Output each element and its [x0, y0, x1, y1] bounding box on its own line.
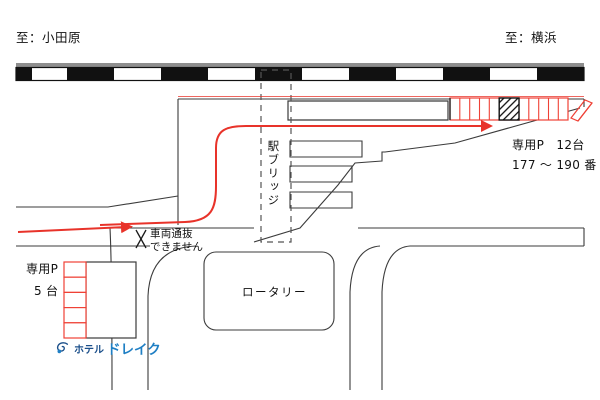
road-network: [16, 98, 585, 391]
no-through-warning-line2: できません: [150, 241, 204, 253]
no-through-warning-line1: 車両通抜: [150, 228, 193, 240]
rotary-label: ロータリー: [242, 285, 307, 299]
parking-hotel-capacity: 5 台: [34, 284, 59, 298]
logo-text-large: ドレイク: [107, 342, 161, 358]
parking-stalls-main: [449, 97, 593, 122]
station-bridge-label: 駅ブリッジ: [266, 140, 281, 208]
x-mark-icon: [135, 229, 147, 249]
hotel-logo: ホテル ドレイク: [55, 338, 161, 358]
occupied-stall: [498, 97, 520, 121]
route-curve: [99, 125, 287, 226]
parking-main-label: 専用P 12台: [512, 138, 585, 152]
direction-label-left: 至：小田原: [16, 30, 82, 45]
route-arrows: [17, 95, 584, 234]
angled-stall-icon: [570, 99, 593, 122]
route-arrow-entry: [17, 221, 133, 234]
direction-label-right: 至：横浜: [505, 30, 558, 45]
hotel-building: [85, 261, 137, 339]
railway-line: [15, 63, 585, 82]
station-bridge-box: [260, 69, 292, 243]
logo-text-small: ホテル: [74, 344, 104, 356]
parking-stalls-hotel: [63, 261, 87, 339]
swirl-icon: [56, 342, 69, 354]
parking-main-numbers: 177 〜 190 番: [512, 158, 597, 172]
parking-hotel-label: 専用P: [26, 262, 59, 276]
